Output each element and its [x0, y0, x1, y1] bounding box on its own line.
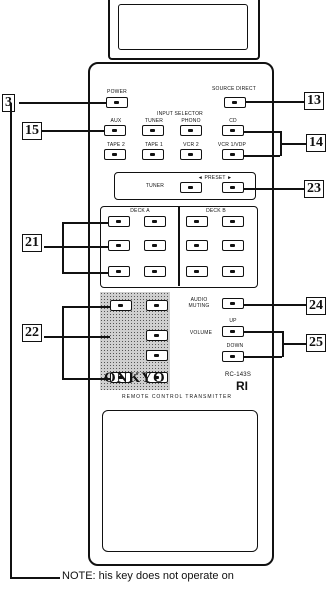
volume-up-button[interactable] — [222, 326, 244, 337]
deck-a-rec-pause-button[interactable] — [108, 240, 130, 251]
tape1-button[interactable] — [142, 149, 164, 160]
callout-25-leader — [282, 343, 306, 345]
deck-a-fast-forward-button[interactable] — [144, 266, 166, 277]
callout-14-leader — [280, 143, 306, 145]
shaded-top-right-button[interactable] — [146, 300, 168, 311]
callout-15: 15 — [22, 122, 42, 140]
note-leader-horizontal — [10, 577, 60, 579]
tape1-label: TAPE 1 — [144, 142, 164, 148]
callout-13-leader — [246, 101, 304, 103]
callout-22-leader — [44, 336, 110, 338]
remote-top-tab — [108, 0, 260, 60]
shaded-top-left-button[interactable] — [110, 300, 132, 311]
shaded-middle-button[interactable] — [146, 330, 168, 341]
callout-22: 22 — [22, 324, 42, 342]
callout-15-leader — [41, 130, 104, 132]
model-number: RC-143S — [224, 372, 252, 378]
audio-muting-label: AUDIO MUTING — [188, 297, 210, 309]
callout-25: 25 — [306, 334, 326, 352]
callout-21-leader-b — [62, 272, 108, 274]
deck-b-rec-pause-button[interactable] — [186, 240, 208, 251]
tuner-label: TUNER — [145, 183, 165, 189]
volume-up-label: UP — [229, 318, 237, 324]
callout-3: 3 — [2, 94, 15, 112]
source-direct-label: SOURCE DIRECT — [212, 86, 256, 92]
callout-24: 24 — [306, 297, 326, 315]
callout-22-leader-a — [62, 306, 110, 308]
input-selector-label: INPUT SELECTOR — [157, 111, 203, 117]
volume-down-label: DOWN — [226, 343, 244, 349]
brand-logo: ONKYO — [104, 370, 166, 386]
remote-subtitle: REMOTE CONTROL TRANSMITTER — [122, 394, 232, 400]
cd-button[interactable] — [222, 125, 244, 136]
volume-down-button[interactable] — [222, 351, 244, 362]
deck-b-label: DECK B — [206, 208, 226, 214]
shaded-bottom-right-button[interactable] — [146, 372, 168, 383]
deck-b-play-button[interactable] — [222, 216, 244, 227]
deck-b-reverse-play-button[interactable] — [186, 216, 208, 227]
deck-a-rewind-button[interactable] — [108, 266, 130, 277]
model-mark: RI — [236, 379, 248, 393]
callout-21-leader — [44, 246, 108, 248]
deck-divider — [178, 206, 180, 286]
source-direct-button[interactable] — [224, 97, 246, 108]
tape2-button[interactable] — [104, 149, 126, 160]
preset-up-button[interactable] — [222, 182, 244, 193]
deck-b-rewind-button[interactable] — [186, 266, 208, 277]
callout-14-leader-a — [244, 131, 280, 133]
callout-21: 21 — [22, 234, 42, 252]
deck-b-stop-button[interactable] — [222, 240, 244, 251]
callout-25-leader-a — [244, 331, 282, 333]
callout-13: 13 — [304, 92, 324, 110]
callout-23-leader — [244, 188, 304, 190]
tuner-input-button[interactable] — [142, 125, 164, 136]
callout-14: 14 — [306, 134, 326, 152]
tuner-input-label: TUNER — [144, 118, 164, 124]
battery-compartment — [102, 410, 258, 552]
cd-label: CD — [229, 118, 237, 124]
tape2-label: TAPE 2 — [106, 142, 126, 148]
deck-b-fast-forward-button[interactable] — [222, 266, 244, 277]
aux-button[interactable] — [104, 125, 126, 136]
callout-22-leader-b — [62, 378, 110, 380]
audio-muting-button[interactable] — [222, 298, 244, 309]
vcr1-vdp-button[interactable] — [222, 149, 244, 160]
callout-21-bracket — [62, 222, 64, 273]
phono-label: PHONO — [181, 118, 201, 124]
tuner-preset-panel — [114, 172, 256, 200]
vcr2-label: VCR 2 — [183, 142, 199, 148]
deck-a-label: DECK A — [130, 208, 150, 214]
callout-23: 23 — [304, 180, 324, 198]
shaded-lower-button[interactable] — [146, 350, 168, 361]
vcr1-label: VCR 1/VDP — [217, 142, 247, 148]
power-label: POWER — [107, 89, 127, 95]
preset-down-button[interactable] — [180, 182, 202, 193]
aux-label: AUX — [110, 118, 122, 124]
remote-top-window — [118, 4, 248, 50]
note-leader-vertical — [10, 103, 12, 577]
footnote-text: NOTE: his key does not operate on — [62, 570, 234, 582]
shaded-bottom-left-button[interactable] — [110, 372, 132, 383]
callout-22-bracket — [62, 306, 64, 379]
callout-3-leader — [19, 102, 106, 104]
deck-a-stop-button[interactable] — [144, 240, 166, 251]
callout-24-leader — [244, 304, 306, 306]
callout-14-leader-b — [244, 155, 280, 157]
deck-a-reverse-play-button[interactable] — [108, 216, 130, 227]
deck-a-play-button[interactable] — [144, 216, 166, 227]
power-button[interactable] — [106, 97, 128, 108]
vcr2-button[interactable] — [180, 149, 202, 160]
preset-label: ◄ PRESET ► — [197, 175, 233, 181]
volume-label: VOLUME — [189, 330, 213, 336]
callout-21-leader-a — [62, 222, 108, 224]
phono-button[interactable] — [180, 125, 202, 136]
callout-25-leader-b — [244, 356, 282, 358]
